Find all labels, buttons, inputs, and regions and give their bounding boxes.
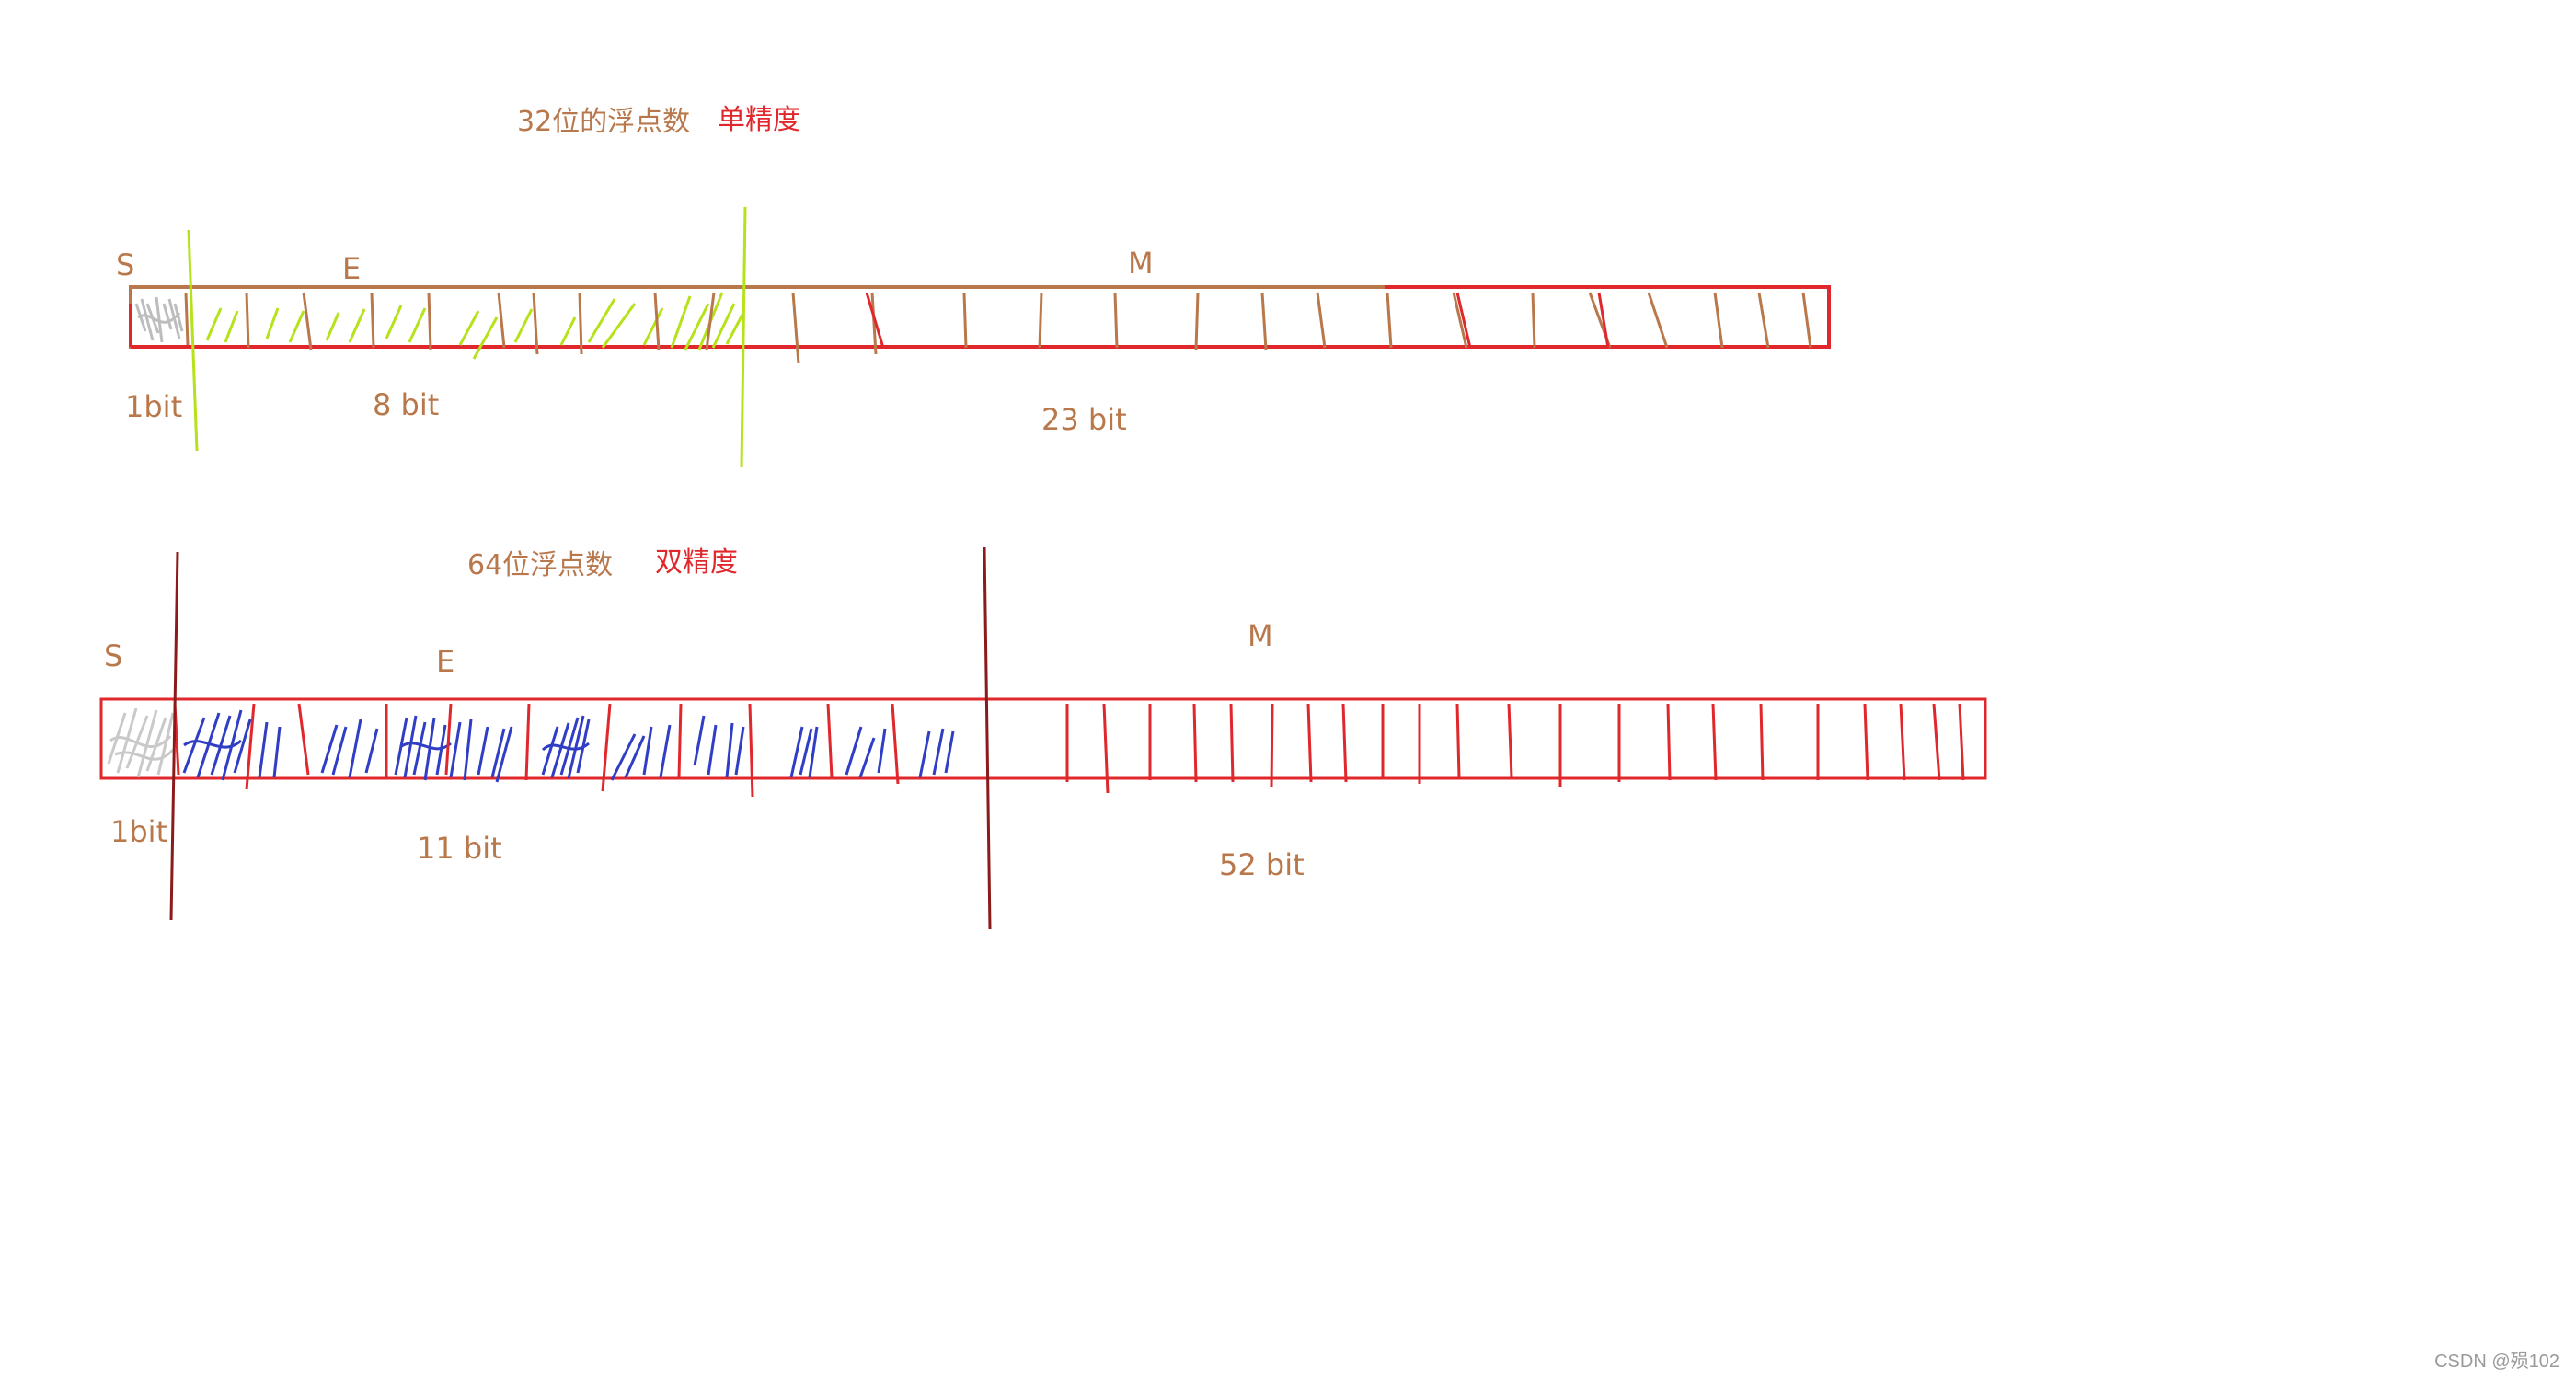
single-boundary-exponent	[740, 206, 747, 468]
single-bit-dividers	[184, 292, 1812, 364]
double-exponent-bits: 11 bit	[417, 831, 502, 866]
single-mantissa-label: M	[1128, 246, 1154, 281]
watermark: CSDN @殒102	[2434, 1351, 2559, 1372]
double-title: 64位浮点数	[467, 549, 614, 581]
double-sign-scribble	[107, 707, 175, 778]
double-sign-label: S	[104, 638, 123, 673]
single-exponent-label: E	[342, 251, 362, 286]
single-sign-label: S	[116, 247, 135, 282]
double-boundary-sign	[169, 551, 179, 921]
double-sign-bits: 1bit	[110, 814, 168, 849]
single-sign-bits: 1bit	[125, 389, 183, 424]
single-title: 32位的浮点数	[517, 106, 691, 138]
double-mantissa-bits: 52 bit	[1219, 847, 1305, 882]
single-red-outline	[129, 285, 1831, 349]
single-mantissa-bits: 23 bit	[1041, 402, 1127, 437]
double-bit-box	[99, 697, 1987, 780]
single-exponent-scribble	[205, 292, 745, 360]
double-exponent-scribble	[182, 709, 955, 783]
single-precision-tag: 单精度	[718, 104, 800, 136]
double-precision-tag: 双精度	[655, 546, 738, 579]
double-bit-dividers	[173, 703, 1965, 798]
single-precision-diagram	[129, 206, 1831, 468]
double-boundary-exponent	[983, 546, 992, 930]
double-precision-diagram	[99, 546, 1987, 930]
single-sign-scribble	[134, 296, 184, 343]
double-mantissa-label: M	[1248, 618, 1273, 653]
single-boundary-sign	[187, 229, 199, 452]
single-red-dividers	[865, 292, 1610, 349]
double-exponent-label: E	[436, 644, 455, 679]
single-exponent-bits: 8 bit	[373, 387, 440, 422]
